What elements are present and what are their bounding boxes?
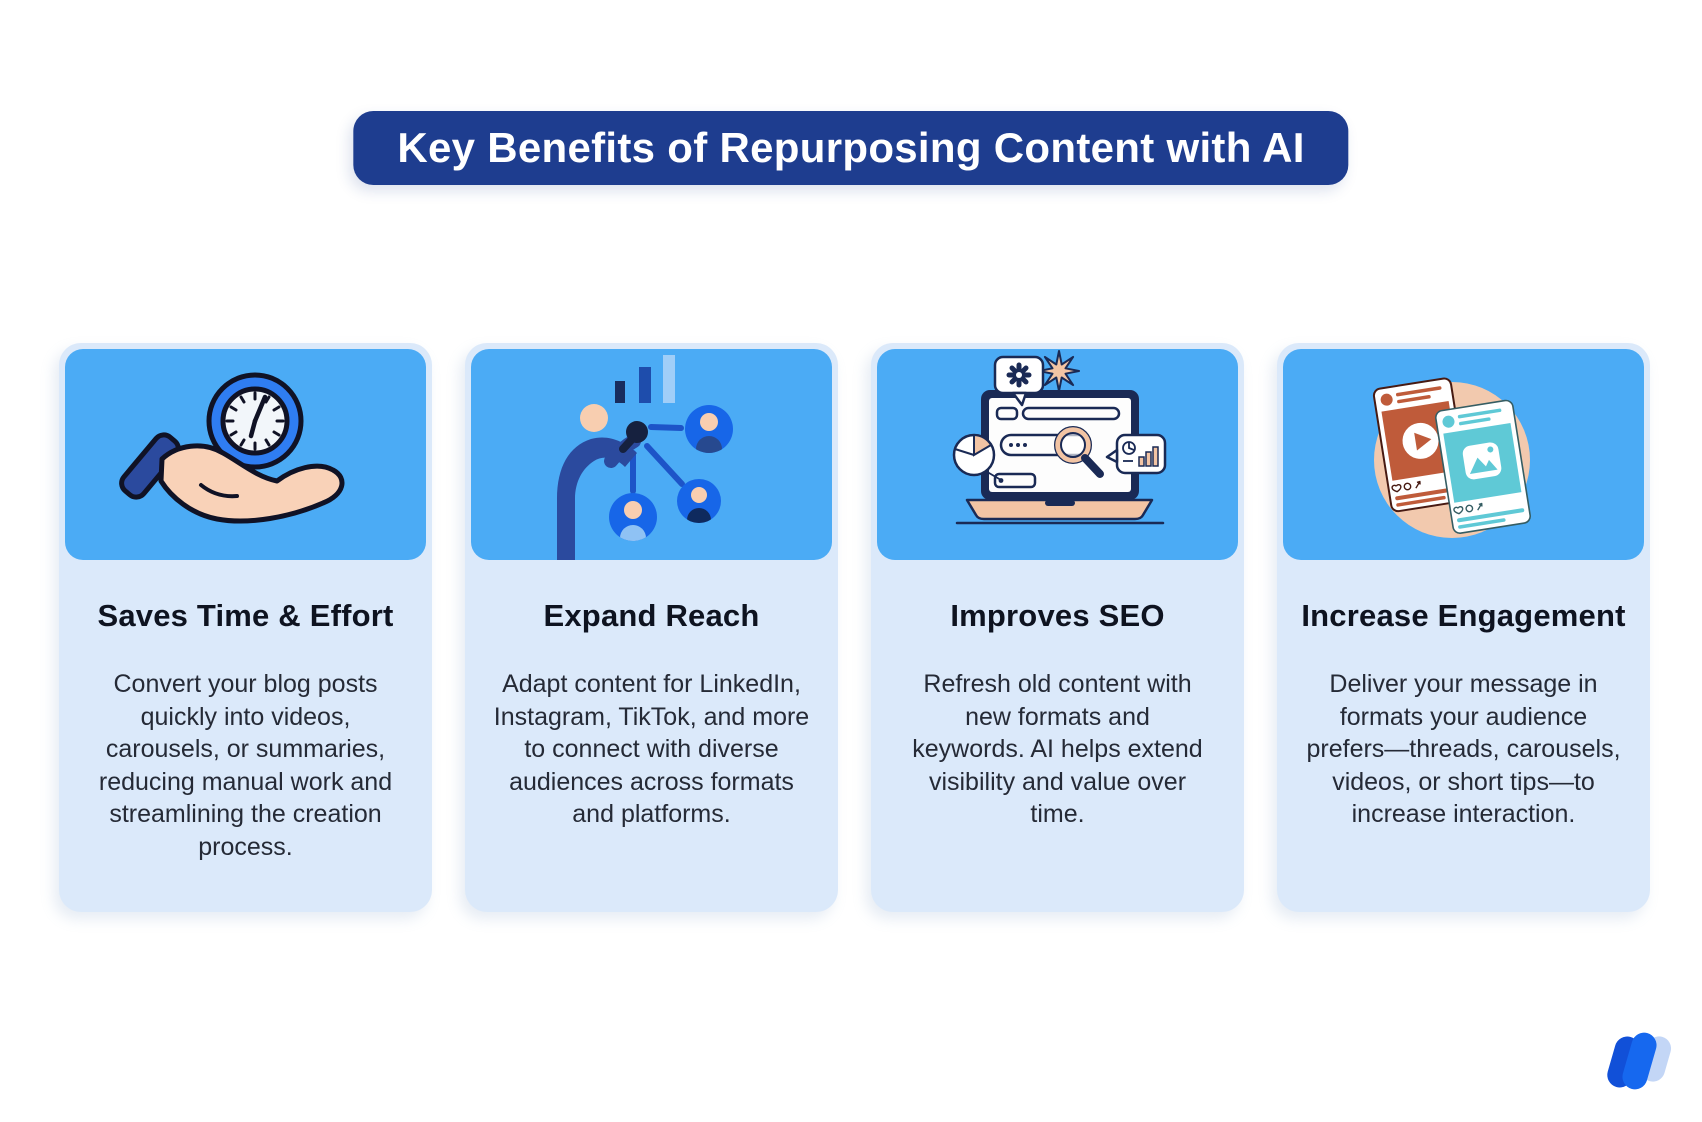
card-increase-engagement: Increase Engagement Deliver your message…: [1277, 343, 1650, 912]
card-expand-reach: Expand Reach Adapt content for LinkedIn,…: [465, 343, 838, 912]
card-saves-time: Saves Time & Effort Convert your blog po…: [59, 343, 432, 912]
card-increase-engagement-heading: Increase Engagement: [1301, 598, 1626, 633]
card-improves-seo: Improves SEO Refresh old content with ne…: [871, 343, 1244, 912]
card-expand-reach-body: Adapt content for LinkedIn, Instagram, T…: [493, 670, 810, 828]
card-expand-reach-heading: Expand Reach: [543, 598, 760, 633]
card-saves-time-media: [65, 349, 426, 560]
benefit-cards-row: Saves Time & Effort Convert your blog po…: [59, 343, 1650, 912]
laptop-search-seo-illustration: [952, 350, 1167, 525]
card-saves-time-body: Convert your blog posts quickly into vid…: [98, 670, 393, 861]
card-increase-engagement-body: Deliver your message in formats your aud…: [1306, 670, 1621, 828]
page-title: Key Benefits of Repurposing Content with…: [353, 111, 1349, 185]
card-increase-engagement-media: [1283, 349, 1644, 560]
card-improves-seo-heading: Improves SEO: [950, 598, 1165, 633]
social-media-posts-illustration: [1372, 377, 1531, 538]
w-brand-logo: [1604, 1029, 1676, 1093]
card-improves-seo-body: Refresh old content with new formats and…: [912, 670, 1203, 828]
card-improves-seo-media: [877, 349, 1238, 560]
speaker-audience-network-illustration: [557, 355, 733, 560]
card-saves-time-heading: Saves Time & Effort: [97, 598, 394, 633]
hand-holding-clock-illustration: [119, 372, 345, 524]
card-expand-reach-media: [471, 349, 832, 560]
